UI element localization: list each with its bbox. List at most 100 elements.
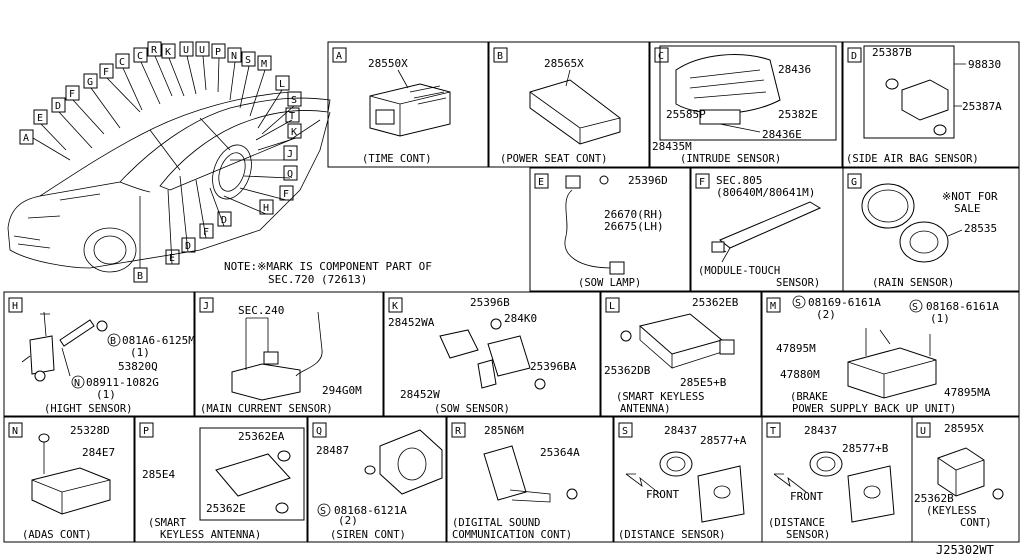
part-28435m: 28435M	[652, 140, 692, 153]
part-47880m: 47880M	[780, 368, 820, 381]
car-overview: A B C D E F G H J K L M N P Q R S T U E …	[7, 41, 432, 286]
part-284e7: 284E7	[82, 446, 115, 459]
car-label-s: S	[291, 95, 297, 106]
car-label-u2: U	[183, 45, 189, 56]
part-25585p: 25585P	[666, 108, 706, 121]
car-label-f2: F	[203, 227, 209, 238]
part-28535: 28535	[964, 222, 997, 235]
panel-sow-lamp: 25396D 26670(RH) 26675(LH) (SOW LAMP)	[564, 174, 668, 289]
note-line-2: SEC.720 (72613)	[268, 273, 367, 286]
panel-h-letter: H	[12, 301, 18, 312]
car-label-f4: F	[283, 189, 289, 200]
part-25328d: 25328D	[70, 424, 110, 437]
part-28577a: 28577+A	[700, 434, 747, 447]
panel-main-current-sensor: SEC.240 294G0M (MAIN CURRENT SENSOR)	[200, 304, 362, 415]
part-47895m: 47895M	[776, 342, 816, 355]
panel-distance-sensor-t: FRONT 28437 28577+B (DISTANCE SENSOR)	[768, 424, 895, 541]
caption-digital-sound-2: COMMUNICATION CONT)	[452, 529, 572, 541]
part-285n6m: 285N6M	[484, 424, 524, 437]
panel-smart-keyless-antenna-p: 25362EA 285E4 25362E (SMART KEYLESS ANTE…	[142, 427, 305, 541]
car-label-e: E	[37, 113, 43, 124]
panel-c-letter: C	[658, 51, 664, 62]
part-25362b: 25362B	[914, 492, 954, 505]
panel-q-letter: Q	[316, 426, 322, 437]
car-label-s2: S	[245, 55, 251, 66]
part-28487: 28487	[316, 444, 349, 457]
car-label-t: T	[289, 111, 295, 122]
part-28436e: 28436E	[762, 128, 802, 141]
part-08168-6121a: 08168-6121A	[334, 504, 407, 517]
part-081a6: 081A6-6125M	[122, 334, 195, 347]
circ-n: N	[74, 378, 80, 389]
label-front-t: FRONT	[790, 490, 823, 503]
caption-sow-sensor: (SOW SENSOR)	[434, 403, 510, 415]
part-28437-s: 28437	[664, 424, 697, 437]
panel-side-air-bag-sensor: 25387B 98830 25387A (SIDE AIR BAG SENSOR…	[846, 45, 1002, 165]
panel-m-letter: M	[770, 301, 776, 312]
panel-j-letter: J	[203, 301, 209, 312]
panel-module-touch-sensor: SEC.805 (80640M/80641M) (MODULE-TOUCH SE…	[698, 174, 822, 289]
panel-hight-sensor: B 081A6-6125M (1) 53820Q N 08911-1082G (…	[21, 311, 195, 415]
part-25362db: 25362DB	[604, 364, 651, 377]
panel-u-letter: U	[920, 426, 926, 437]
part-08168-6121a-qty: (2)	[338, 514, 358, 527]
part-80640m: (80640M/80641M)	[716, 186, 815, 199]
caption-sow-lamp: (SOW LAMP)	[578, 277, 641, 289]
car-label-c2: C	[137, 51, 143, 62]
part-28452wa: 28452WA	[388, 316, 435, 329]
car-label-d2: D	[185, 241, 191, 252]
panel-adas-cont: 25328D 284E7 (ADAS CONT)	[22, 424, 115, 541]
part-sec805: SEC.805	[716, 174, 762, 187]
part-26670rh: 26670(RH)	[604, 208, 664, 221]
panel-f-letter: F	[699, 177, 705, 188]
car-label-p: P	[215, 47, 221, 58]
caption-keyless-1: (KEYLESS	[926, 505, 977, 517]
part-08169-qty: (2)	[816, 308, 836, 321]
car-label-j: J	[287, 149, 293, 160]
part-26675lh: 26675(LH)	[604, 220, 664, 233]
part-08168-m: 08168-6161A	[926, 300, 999, 313]
panel-sow-sensor: 25396B 28452WA 284K0 25396BA 28452W (SOW…	[388, 296, 577, 415]
caption-intrude-sensor: (INTRUDE SENSOR)	[680, 153, 781, 165]
caption-time-cont: (TIME CONT)	[362, 153, 432, 165]
caption-distance-sensor-t2: SENSOR)	[786, 529, 830, 541]
caption-digital-sound-1: (DIGITAL SOUND	[452, 517, 541, 529]
caption-brake-1: (BRAKE	[790, 391, 828, 403]
caption-main-current-sensor: (MAIN CURRENT SENSOR)	[200, 403, 333, 415]
caption-distance-sensor-s: (DISTANCE SENSOR)	[618, 529, 725, 541]
caption-smart-keyless-2: ANTENNA)	[620, 403, 671, 415]
car-label-k2: K	[165, 47, 171, 58]
caption-smart-keyless-p2: KEYLESS ANTENNA)	[160, 529, 261, 541]
panel-keyless-cont: 28595X 25362B (KEYLESS CONT)	[914, 422, 1004, 529]
part-28452w: 28452W	[400, 388, 440, 401]
part-25362eb: 25362EB	[692, 296, 739, 309]
circ-s-q: S	[320, 506, 326, 517]
part-08169: 08169-6161A	[808, 296, 881, 309]
car-label-r: R	[151, 45, 158, 56]
part-28595x: 28595X	[944, 422, 984, 435]
panel-distance-sensor-s: FRONT 28437 28577+A (DISTANCE SENSOR)	[618, 424, 747, 541]
panel-letter-tags: A B C D E F G H J K L M N P Q R S T U	[8, 47, 931, 438]
caption-smart-keyless-1: (SMART KEYLESS	[616, 391, 705, 403]
car-label-d: D	[55, 101, 61, 112]
part-25387a: 25387A	[962, 100, 1002, 113]
part-25396d: 25396D	[628, 174, 668, 187]
car-label-a: A	[23, 133, 29, 144]
panel-digital-sound-cont: 285N6M 25364A (DIGITAL SOUND COMMUNICATI…	[452, 424, 580, 541]
panel-r-letter: R	[455, 426, 462, 437]
part-25382e: 25382E	[778, 108, 818, 121]
part-08911-qty: (1)	[96, 388, 116, 401]
panel-smart-keyless-antenna-l: 25362EB 25362DB 285E5+B (SMART KEYLESS A…	[604, 296, 739, 415]
caption-power-seat-cont: (POWER SEAT CONT)	[500, 153, 607, 165]
part-sale: SALE	[954, 202, 981, 215]
car-label-c: C	[119, 57, 125, 68]
car-label-f: F	[69, 89, 75, 100]
circ-s-m2: S	[912, 302, 918, 313]
panel-power-seat-cont: 28565X (POWER SEAT CONT)	[500, 57, 621, 165]
caption-rain-sensor: (RAIN SENSOR)	[872, 277, 954, 289]
car-label-g: G	[87, 77, 93, 88]
panel-siren-cont: 28487 S 08168-6121A (2) (SIREN CONT)	[316, 429, 443, 541]
part-sec240: SEC.240	[238, 304, 284, 317]
panel-l-letter: L	[609, 301, 615, 312]
